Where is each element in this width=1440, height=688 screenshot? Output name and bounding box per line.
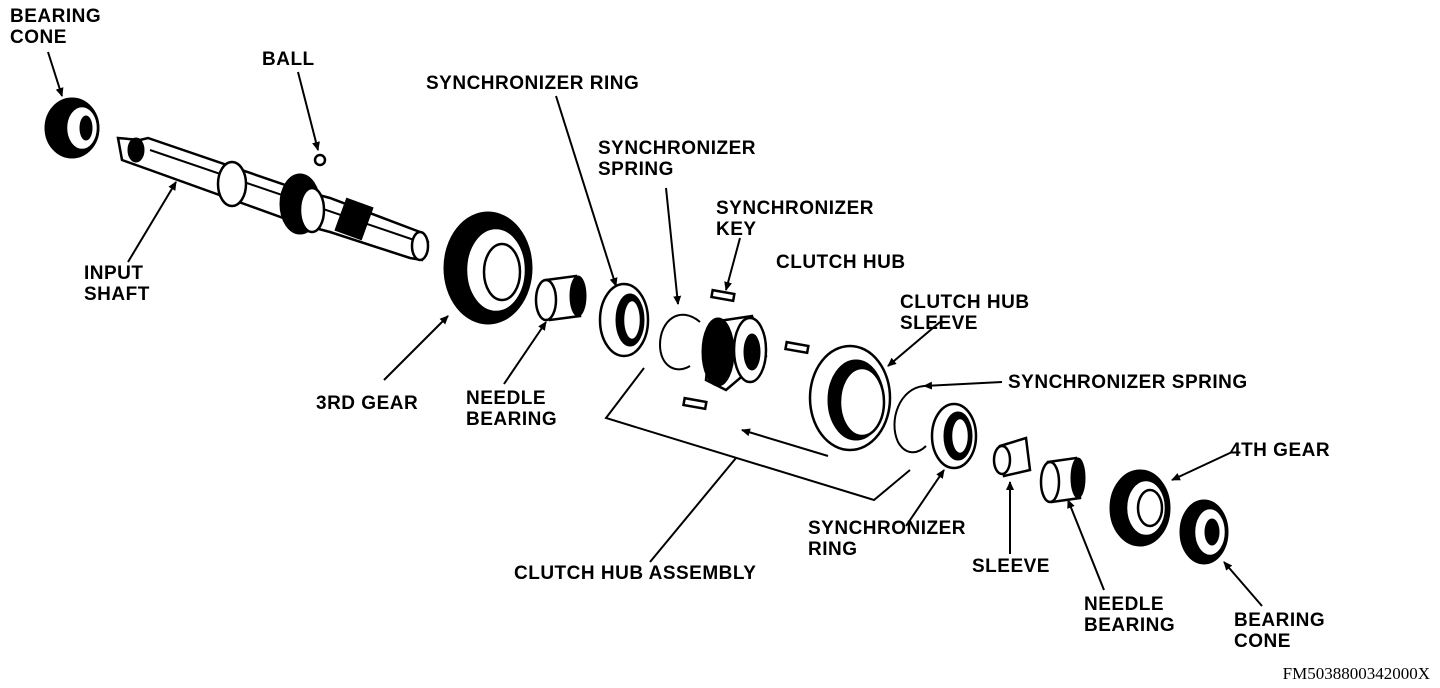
label-fourth-gear: 4TH GEAR — [1230, 440, 1331, 461]
synchronizer-keys — [682, 288, 810, 411]
label-clutch-hub-sleeve: CLUTCH HUB SLEEVE — [900, 292, 1030, 334]
label-clutch-hub: CLUTCH HUB — [776, 252, 906, 273]
label-needle-bearing-right: NEEDLE BEARING — [1084, 594, 1176, 636]
label-synchronizer-spring-right: SYNCHRONIZER SPRING — [1008, 372, 1248, 393]
third-gear — [443, 211, 533, 325]
synchronizer-ring-bottom — [930, 402, 978, 470]
input-shaft — [116, 136, 430, 262]
fourth-gear — [1109, 469, 1171, 547]
clutch-hub-sleeve — [808, 344, 892, 452]
bearing-cone-left — [44, 97, 100, 159]
leader-lines — [47, 51, 1263, 607]
label-synchronizer-ring-bottom: SYNCHRONIZER RING — [808, 518, 967, 560]
label-third-gear: 3RD GEAR — [316, 393, 419, 414]
label-synchronizer-spring-top: SYNCHRONIZER SPRING — [598, 138, 757, 180]
clutch-hub — [701, 314, 768, 392]
needle-bearing-left — [534, 274, 587, 322]
sleeve-part — [992, 436, 1032, 478]
synchronizer-spring-right — [893, 385, 927, 454]
label-clutch-hub-assembly: CLUTCH HUB ASSEMBLY — [514, 563, 757, 584]
label-input-shaft: INPUT SHAFT — [84, 263, 150, 305]
label-bearing-cone-right: BEARING CONE — [1234, 610, 1326, 652]
label-ball: BALL — [262, 49, 315, 70]
label-needle-bearing-left: NEEDLE BEARING — [466, 388, 558, 430]
synchronizer-ring-top — [598, 282, 650, 358]
label-sleeve: SLEEVE — [972, 556, 1050, 577]
figure-id: FM5038800342000X — [1282, 664, 1430, 683]
label-synchronizer-ring-top: SYNCHRONIZER RING — [426, 73, 640, 94]
ball-part — [313, 153, 327, 167]
bearing-cone-right — [1179, 499, 1229, 565]
label-bearing-cone-left: BEARING CONE — [10, 6, 102, 48]
label-synchronizer-key: SYNCHRONIZER KEY — [716, 198, 875, 240]
synchronizer-spring-top — [658, 313, 701, 371]
needle-bearing-right — [1039, 456, 1086, 504]
